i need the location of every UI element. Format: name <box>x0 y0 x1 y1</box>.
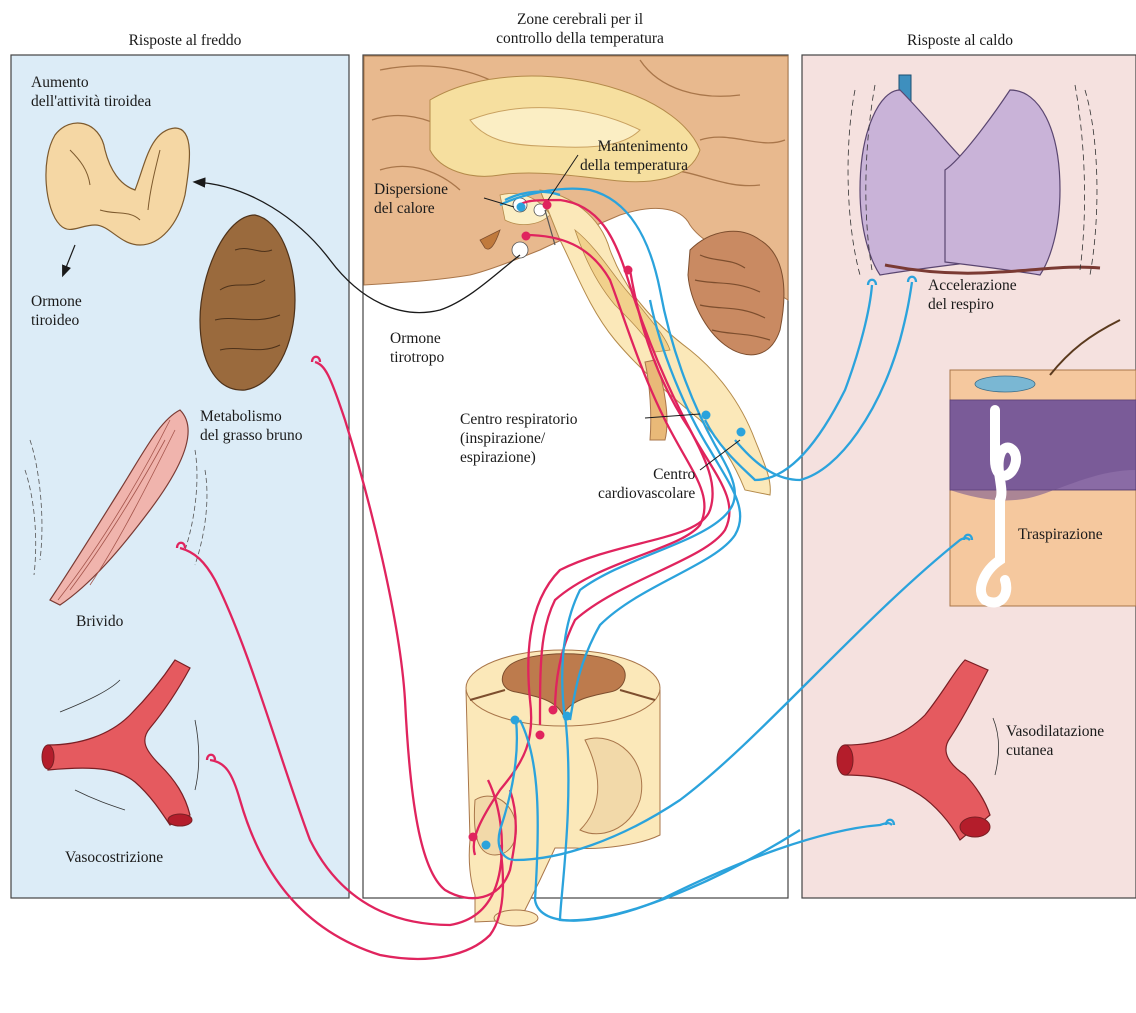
cardio-center-label: Centro cardiovascolare <box>598 465 695 503</box>
heat-loss-label: Dispersione del calore <box>374 180 448 218</box>
heat-panel-title: Risposte al caldo <box>880 31 1040 50</box>
thyroid-label: Aumento dell'attività tiroidea <box>31 73 151 111</box>
vasoconstriction-label: Vasocostrizione <box>65 848 163 867</box>
tsh-label: Ormone tirotropo <box>390 329 444 367</box>
vasodilation-label: Vasodilatazione cutanea <box>1006 722 1104 760</box>
thyroid-hormone-label: Ormone tiroideo <box>31 292 82 330</box>
breathing-label: Accelerazione del respiro <box>928 276 1017 314</box>
sweating-label: Traspirazione <box>1018 525 1103 544</box>
cold-panel-title: Risposte al freddo <box>100 31 270 50</box>
shiver-label: Brivido <box>76 612 123 631</box>
respiratory-center-label: Centro respiratorio (inspirazione/ espir… <box>460 410 578 467</box>
brown-fat-label: Metabolismo del grasso bruno <box>200 407 302 445</box>
brain-panel-title: Zone cerebrali per il controllo della te… <box>455 10 705 48</box>
maintenance-label: Mantenimento della temperatura <box>580 137 688 175</box>
